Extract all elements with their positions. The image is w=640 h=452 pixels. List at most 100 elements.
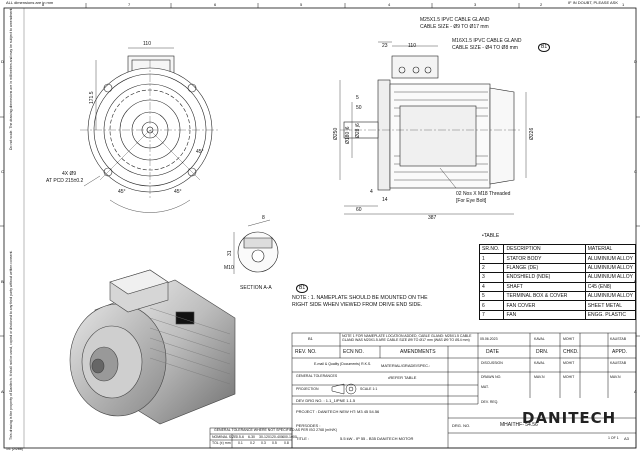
dim-387: 387 [428, 215, 437, 221]
thread-label: M10 [224, 265, 234, 271]
gland-2-line2: CABLE SIZE - Ø4 TO Ø8 mm [452, 45, 518, 51]
tol-row2-label: TOL (±) mm [212, 441, 231, 445]
tol-col-4: 120-400 [270, 435, 283, 439]
title-label: TITLE : [296, 436, 310, 441]
material-spec: MATERIAL/GRADE/SPEC.: [381, 363, 431, 368]
dimensions-note: ALL dimensions are in mm [6, 0, 54, 5]
cell: 4 [478, 281, 505, 292]
rev-no-header: REV. NO. [295, 349, 317, 355]
tol-row1-label: NOMINAL SIZE [212, 435, 237, 439]
cell: FAN COVER [503, 300, 586, 311]
section-view [233, 219, 279, 274]
cell: ALUMINIUM ALLOY [584, 262, 637, 274]
date-header: DATE [486, 349, 499, 355]
row-letter-c-right: C [634, 169, 637, 174]
col-number-4: 4 [388, 2, 391, 7]
table-header-row: SR.NO. DESCRIPTION MATERIAL [478, 243, 637, 255]
col-number-6: 6 [214, 2, 217, 7]
eye-bolt-note-2: [For Eye Bolt] [456, 198, 487, 204]
col-number-7: 7 [128, 2, 131, 7]
cell: 6 [478, 300, 505, 311]
tol-val-1: 0.1 [238, 441, 243, 445]
col-number-2: 2 [540, 2, 543, 7]
cell: SHEET METAL [584, 300, 637, 311]
tol-val-2: 0.2 [250, 441, 255, 445]
header-srno: SR.NO. [478, 243, 505, 255]
rev-b1: B1 [308, 336, 313, 341]
cell: FAN [503, 309, 586, 321]
angle-label-1: 45° [118, 189, 126, 195]
projection-symbol [331, 383, 357, 395]
sheet-size: A3 [624, 436, 629, 441]
row-letter-a: A [1, 389, 4, 394]
header-material: MATERIAL [584, 243, 637, 255]
cell: STATOR BODY [503, 253, 586, 264]
doubt-note: IF IN DOUBT, PLEASE ASK [568, 0, 619, 5]
dim-d180: Ø180 j6 [345, 126, 351, 144]
balloon-b1-side: B1 [538, 43, 551, 52]
sign-row-1-a: KAVAL [534, 361, 545, 365]
tol-val-3: 0.3 [261, 441, 266, 445]
amend-date: 05.06.2023 [480, 337, 498, 341]
cell: TERMINAL BOX & COVER [503, 290, 586, 302]
material-table-title: •TABLE [482, 233, 500, 239]
sign-row-2-b: MOHIT [563, 375, 575, 379]
dim-110-front: 110 [143, 41, 151, 47]
col-number-1: 1 [622, 2, 625, 7]
cell: 3 [478, 272, 505, 283]
cell: ENGG. PLASTIC [584, 309, 637, 321]
dim-60: 60 [356, 207, 362, 213]
dim-4: 4 [370, 189, 373, 195]
tol-col-2: 6-30 [248, 435, 256, 439]
chkd-header: CHKD. [563, 349, 579, 355]
cell: ALUMINIUM ALLOY [584, 253, 637, 264]
projection-label: PROJECTION [296, 387, 319, 391]
dev-drg-no: DEV DRG NO. : 1.1_1IPNE 1.1.5 [296, 398, 356, 403]
dim-d226: Ø226 [529, 127, 535, 140]
gland-1-line1: M25X1.5 IPVC CABLE GLAND [420, 17, 490, 23]
cell: 7 [478, 309, 505, 321]
sign-row-2-c: MAV.N [610, 375, 621, 379]
amend-chkd: MOHIT [563, 337, 575, 341]
sign-row-1-c: KAUSTAB [610, 361, 627, 365]
dim-5: 5 [356, 95, 359, 101]
dim-d28: Ø28 j6 [355, 123, 361, 138]
eye-bolt-note-1: 02 Nos X M18 Threaded [456, 191, 511, 197]
balloon-b1-note: B1 [296, 284, 309, 293]
amend-drn: KAVAL [534, 337, 545, 341]
angle-label-2: 45° [174, 189, 182, 195]
margin-note-property: This drawing is the property of Danitech… [9, 250, 13, 441]
dim-171-5: 171.5 [89, 91, 95, 104]
appd-header: APPD. [612, 349, 628, 355]
sign-row-2-a: MAV.N [534, 375, 545, 379]
cell: ENDSHIELD (NDE) [503, 272, 586, 283]
scale-label: SCALE 1:1 [360, 387, 378, 391]
general-tolerances: GENERAL TOLERANCES [296, 374, 338, 378]
cell: ALUMINIUM ALLOY [584, 272, 637, 283]
sign-row-2-label: DRAWN NO. [481, 375, 502, 379]
holes-note-1: 4X Ø9 [62, 171, 77, 177]
gland-2-line1: M16X1.5 IPVC CABLE GLAND [452, 38, 522, 44]
drg-no: MHAITHF- 54.56 [500, 422, 538, 428]
dim-31-section: 31 [227, 250, 233, 256]
nameplate-note-2: RIGHT SIDE WHEN VIEWED FROM DRIVE END SI… [292, 302, 423, 308]
ecn-header: ECN NO. [343, 349, 364, 355]
sign-row-3-label: MAT. [481, 385, 489, 389]
email-note: E-mail & Quality (Documents) R.K.S. [314, 362, 372, 366]
row-letter-a-right: A [634, 389, 637, 394]
sheet-tag: 1/1 (2/288) [6, 447, 23, 451]
dim-8-section: 8 [262, 215, 265, 221]
amendments-header: AMENDMENTS [400, 349, 436, 355]
col-number-5: 5 [300, 2, 303, 7]
sign-row-4-label: DEV. REQ. [481, 400, 499, 404]
sheet-count: 1 OF 1 [608, 436, 619, 440]
